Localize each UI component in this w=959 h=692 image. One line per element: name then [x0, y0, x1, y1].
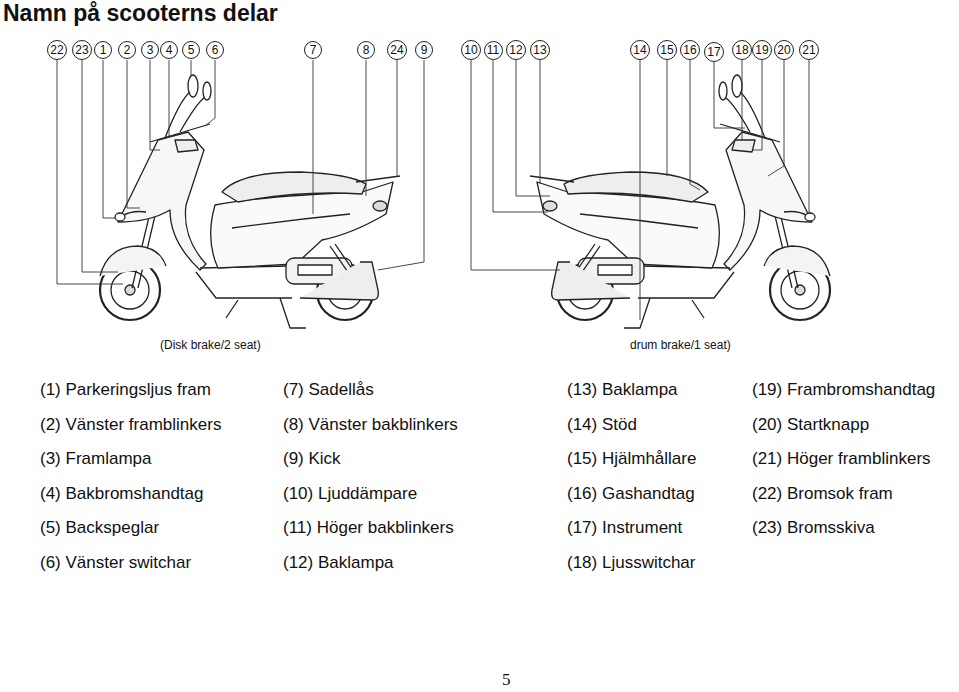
callout-text: 7: [310, 44, 317, 56]
callout-number: 23: [72, 40, 92, 60]
leader-lines: [57, 60, 812, 320]
scooter-disc: [100, 75, 400, 328]
part-name: (3) Framlampa: [40, 449, 151, 469]
callout-number: 3: [141, 41, 159, 59]
part-name: (10) Ljuddämpare: [283, 484, 417, 504]
callout-text: 23: [75, 44, 88, 56]
callout-text: 4: [166, 44, 173, 56]
callout-text: 3: [147, 44, 154, 56]
part-name: (23) Bromsskiva: [752, 518, 875, 538]
callout-text: 15: [660, 44, 673, 56]
callout-text: 21: [802, 44, 815, 56]
callout-text: 17: [707, 46, 720, 58]
callout-number: 18: [732, 40, 752, 60]
part-name: (17) Instrument: [567, 518, 682, 538]
part-name: (22) Bromsok fram: [752, 484, 893, 504]
part-name: (16) Gashandtag: [567, 484, 695, 504]
callout-number: 1: [94, 41, 112, 59]
part-name: (9) Kick: [283, 449, 341, 469]
part-name: (1) Parkeringsljus fram: [40, 380, 211, 400]
page-number: 5: [502, 670, 511, 690]
callout-text: 12: [509, 44, 522, 56]
callout-number: 21: [799, 40, 819, 60]
callout-text: 2: [124, 44, 131, 56]
part-name: (12) Baklampa: [283, 553, 394, 573]
callout-text: 19: [755, 44, 768, 56]
callout-number: 11: [484, 41, 503, 60]
part-name: (15) Hjälmhållare: [567, 449, 696, 469]
callout-text: 24: [390, 44, 403, 56]
callout-number: 13: [530, 40, 550, 60]
callout-text: 20: [777, 44, 790, 56]
caption: drum brake/1 seat): [630, 338, 731, 352]
callout-text: 5: [188, 44, 195, 56]
callout-number: 10: [461, 40, 481, 60]
callout-text: 18: [735, 44, 748, 56]
part-name: (6) Vänster switchar: [40, 553, 191, 573]
callout-number: 19: [752, 40, 772, 60]
part-name: (11) Höger bakblinkers: [283, 518, 454, 538]
part-name: (5) Backspeglar: [40, 518, 159, 538]
callout-number: 2: [118, 41, 136, 59]
part-name: (2) Vänster framblinkers: [40, 415, 221, 435]
caption: (Disk brake/2 seat): [160, 338, 261, 352]
callout-text: 1: [100, 44, 107, 56]
callout-number: 4: [160, 41, 178, 59]
callout-text: 9: [421, 44, 428, 56]
callout-text: 10: [464, 44, 477, 56]
callout-number: 16: [680, 40, 700, 60]
callout-number: 20: [774, 40, 794, 60]
callout-text: 16: [683, 44, 696, 56]
callout-number: 12: [506, 40, 526, 60]
callout-text: 6: [212, 44, 219, 56]
part-name: (20) Startknapp: [752, 415, 869, 435]
callout-number: 6: [206, 41, 224, 59]
callout-number: 8: [357, 41, 375, 59]
part-name: (8) Vänster bakblinkers: [283, 415, 458, 435]
part-name: (18) Ljusswitchar: [567, 553, 696, 573]
part-name: (19) Frambromshandtag: [752, 380, 935, 400]
part-name: (21) Höger framblinkers: [752, 449, 931, 469]
callout-number: 22: [47, 40, 67, 60]
scooter-drum: [530, 75, 830, 328]
part-name: (7) Sadellås: [283, 380, 374, 400]
callout-text: 8: [363, 44, 370, 56]
callout-text: 22: [50, 44, 63, 56]
callout-text: 14: [633, 44, 646, 56]
callout-number: 9: [415, 41, 433, 59]
part-name: (13) Baklampa: [567, 380, 678, 400]
callout-number: 5: [182, 41, 200, 59]
callout-number: 15: [657, 40, 677, 60]
callout-number: 24: [387, 40, 407, 60]
page-title: Namn på scooterns delar: [3, 0, 278, 27]
callout-text: 11: [487, 44, 499, 56]
callout-number: 17: [704, 42, 724, 62]
callout-number: 7: [304, 41, 322, 59]
callout-text: 13: [533, 44, 546, 56]
part-name: (14) Stöd: [567, 415, 637, 435]
callout-number: 14: [630, 40, 650, 60]
part-name: (4) Bakbromshandtag: [40, 484, 203, 504]
